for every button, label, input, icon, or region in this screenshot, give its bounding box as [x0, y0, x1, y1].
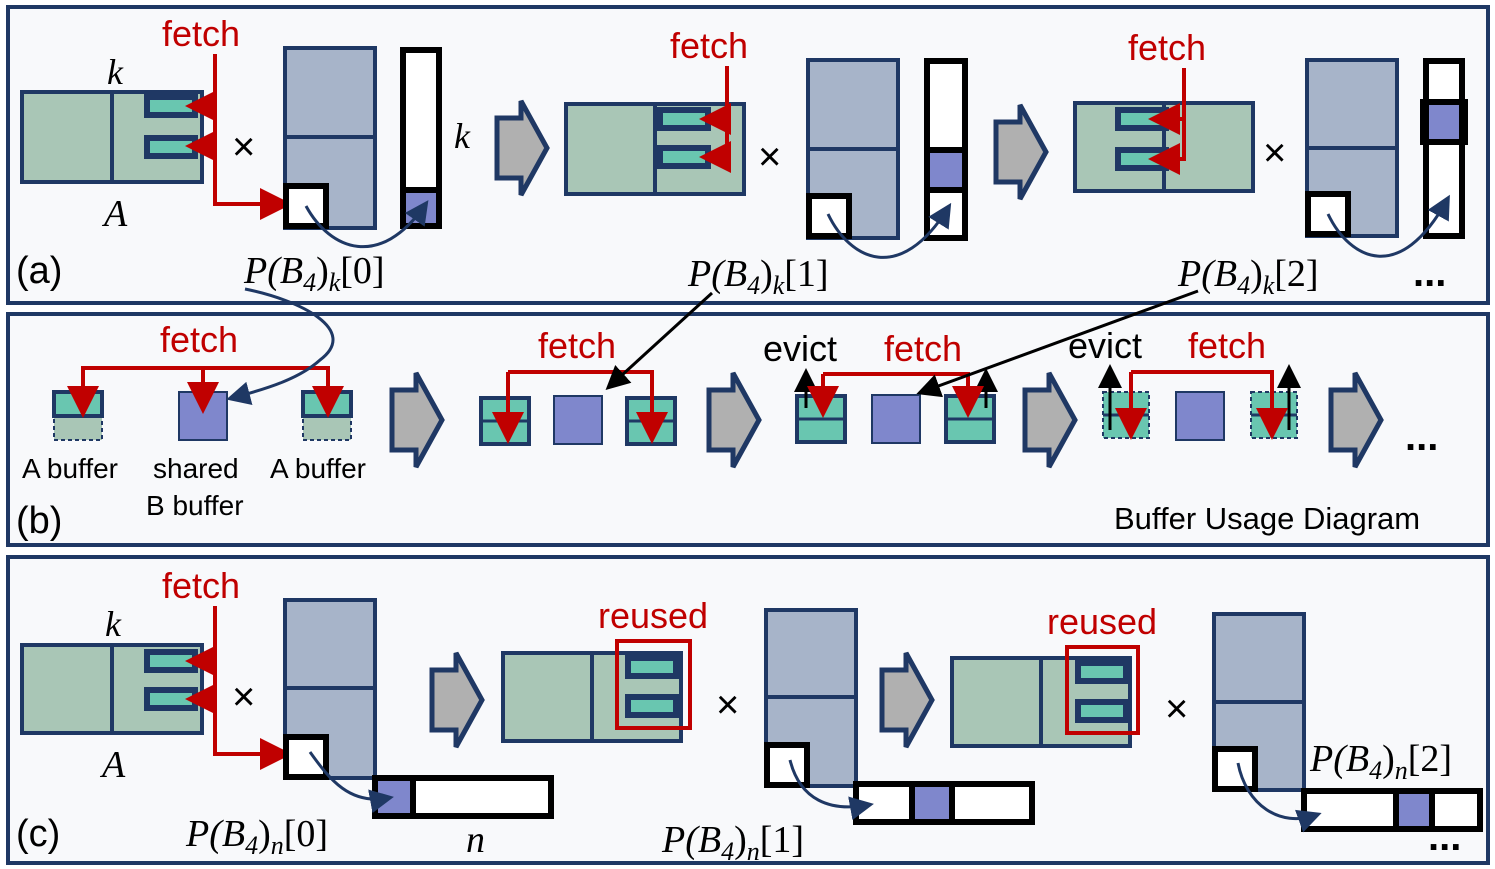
a-buffer-label: A buffer	[270, 453, 366, 484]
reused-highlight	[615, 639, 692, 730]
panel-a-stage-3: fetch × P(B4)k[2] ...	[1073, 27, 1468, 300]
a-matrix-label: A	[101, 193, 128, 235]
fetch-label: fetch	[1128, 27, 1206, 68]
a-tile	[144, 94, 198, 118]
multiply-sign: ×	[1263, 131, 1286, 175]
k-dimension-label: k	[105, 604, 122, 644]
a-buffer-tile	[52, 390, 104, 418]
link-arrow	[916, 289, 1199, 398]
step-arrow	[429, 651, 485, 749]
multiply-sign: ×	[232, 125, 255, 169]
ellipsis: ...	[1405, 415, 1438, 459]
step-arrow	[993, 103, 1049, 201]
buffer-group-3: evict fetch	[763, 328, 998, 444]
panel-a: k A fetch × k P(B4)k[0]	[6, 5, 1490, 305]
reused-label: reused	[598, 595, 708, 636]
accumulate-arrow	[308, 751, 394, 814]
panel-tag: (b)	[16, 500, 62, 542]
panel-tag: (c)	[16, 813, 60, 855]
accumulate-arrow	[826, 202, 952, 259]
p-entry	[1429, 105, 1459, 141]
a-tile	[657, 107, 711, 131]
a-tile	[144, 135, 198, 159]
p-vector	[1423, 58, 1465, 239]
panel-c-stage-1: k A fetch × n P(B4)n[0]	[20, 565, 554, 861]
reused-label: reused	[1047, 601, 1157, 642]
p-label: P(B4)k[1]	[687, 253, 829, 300]
panel-c: k A fetch × n P(B4)n[0]	[6, 555, 1490, 866]
p-entry	[406, 190, 436, 223]
accumulate-arrow	[1236, 762, 1322, 833]
p-label: P(B4)n[1]	[661, 819, 804, 866]
a-matrix-label: A	[99, 744, 126, 786]
accumulate-arrow	[1326, 194, 1450, 258]
link-arrow	[605, 291, 714, 391]
accumulate-arrow	[304, 200, 429, 249]
multiply-sign: ×	[232, 675, 255, 719]
fetch-label: fetch	[884, 328, 962, 369]
reused-highlight	[1065, 645, 1140, 735]
fetch-label: fetch	[1188, 325, 1266, 366]
step-arrow	[1022, 371, 1078, 469]
buffer-group-4: evict fetch	[1068, 325, 1301, 441]
step-arrow	[389, 371, 445, 469]
fetch-label: fetch	[670, 25, 748, 66]
panel-tag: (a)	[16, 250, 62, 292]
ellipsis: ...	[1428, 815, 1461, 859]
fetch-arrow	[508, 370, 668, 444]
evict-label: evict	[763, 328, 837, 369]
multiply-sign: ×	[1165, 687, 1188, 731]
step-arrow	[879, 651, 935, 749]
buffer-group-1: fetch A buffer shared B buffer A buffer	[22, 319, 366, 521]
panel-a-stage-1: k A fetch × k P(B4)k[0]	[20, 13, 471, 297]
evict-label: evict	[1068, 325, 1142, 366]
p-label: P(B4)n[0]	[185, 813, 328, 860]
panel-a-stage-2: fetch × P(B4)k[1]	[564, 25, 968, 300]
panel-b: fetch A buffer shared B buffer A buffer …	[6, 312, 1490, 547]
panel-c-stage-2: reused × P(B4)n[1]	[501, 595, 1035, 866]
b-buffer-label: shared	[153, 453, 239, 484]
step-arrow	[706, 371, 762, 469]
accumulate-arrow	[788, 759, 874, 821]
step-arrow	[1328, 371, 1384, 469]
fetch-label: fetch	[538, 325, 616, 366]
fetch-label: fetch	[162, 565, 240, 606]
a-tile	[657, 145, 711, 169]
p-entry	[930, 152, 962, 188]
fetch-label: fetch	[160, 319, 238, 360]
fetch-label: fetch	[162, 13, 240, 54]
multiply-sign: ×	[758, 135, 781, 179]
fetch-arrow	[699, 66, 731, 173]
fetch-arrow	[1131, 370, 1288, 440]
ellipsis: ...	[1413, 251, 1446, 295]
diagram-title: Buffer Usage Diagram	[1114, 501, 1420, 536]
link-arrow	[226, 287, 335, 406]
fetch-arrow	[1148, 68, 1186, 175]
p-label: P(B4)k[2]	[1177, 253, 1319, 300]
k-dimension-label: k	[107, 52, 124, 92]
step-arrow	[494, 99, 550, 197]
n-dimension-label: n	[466, 819, 485, 861]
panel-c-stage-3: reused × P(B4)n[2] ...	[950, 601, 1483, 859]
p-label: P(B4)n[2]	[1309, 738, 1452, 785]
a-buffer-label: A buffer	[22, 453, 118, 484]
k-dimension-label: k	[454, 116, 471, 156]
b-buffer-label: B buffer	[146, 490, 244, 521]
multiply-sign: ×	[716, 683, 739, 727]
p-label: P(B4)k[0]	[243, 250, 385, 297]
buffer-group-2: fetch	[479, 325, 677, 446]
